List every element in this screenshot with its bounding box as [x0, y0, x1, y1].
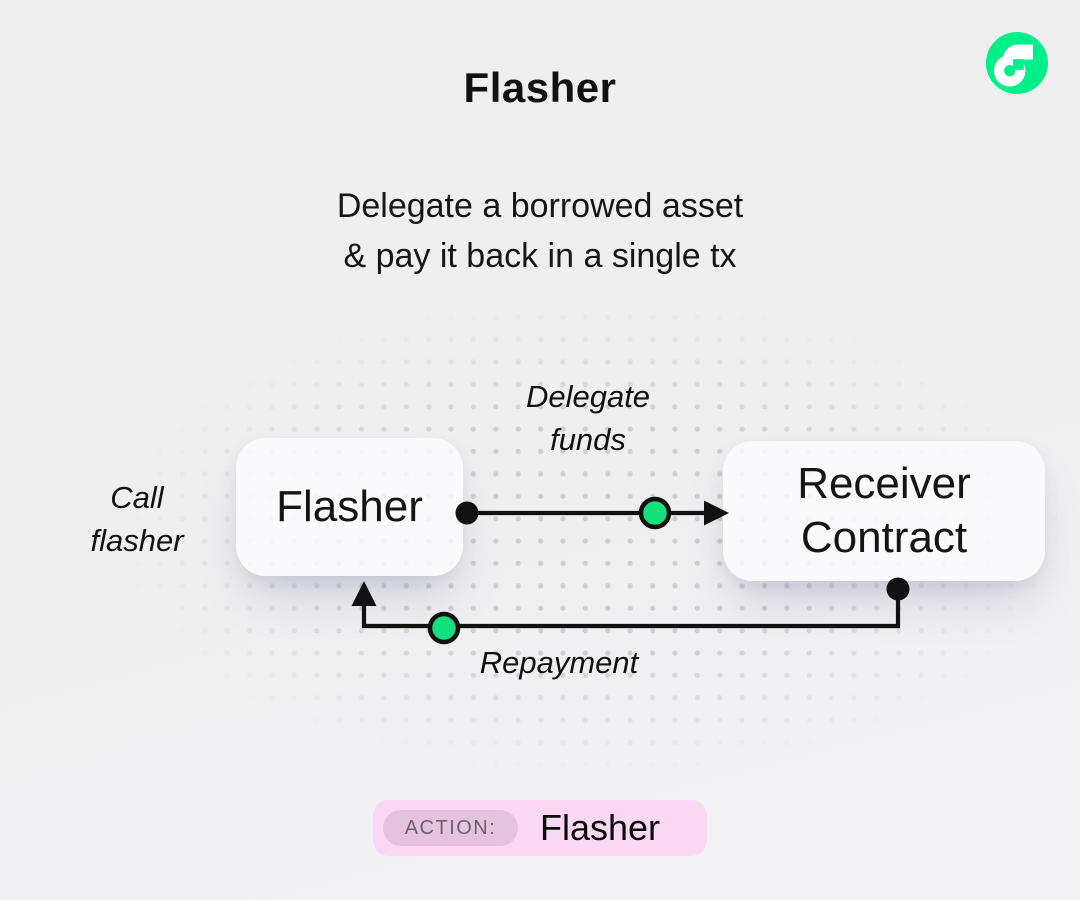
- action-badge: ACTION: Flasher: [373, 800, 707, 856]
- delegate-label-line-2: funds: [550, 421, 626, 457]
- call-flasher-label: Call flasher: [52, 477, 222, 563]
- subtitle-line-2: & pay it back in a single tx: [343, 236, 737, 275]
- page-subtitle: Delegate a borrowed asset & pay it back …: [0, 182, 1080, 282]
- node-receiver-line-2: Contract: [800, 513, 968, 562]
- flow-logo-icon: [986, 32, 1048, 94]
- node-flasher-label: Flasher: [276, 482, 423, 532]
- node-receiver-line-1: Receiver: [797, 459, 971, 509]
- delegate-label-line-1: Delegate: [525, 379, 651, 414]
- subtitle-line-1: Delegate a borrowed asset: [336, 187, 744, 225]
- page-title: Flasher: [463, 64, 617, 111]
- call-label-line-1: Call: [110, 480, 164, 515]
- action-badge-value: Flasher: [540, 807, 661, 848]
- node-receiver-contract: Receiver Contract: [723, 441, 1045, 581]
- flow-logo-svg: [986, 32, 1048, 94]
- repayment-label: Repayment: [479, 645, 639, 680]
- delegate-funds-label: Delegate funds: [488, 376, 688, 462]
- node-flasher: Flasher: [236, 438, 463, 576]
- action-badge-prefix: ACTION:: [383, 810, 518, 846]
- call-label-line-2: flasher: [90, 522, 184, 558]
